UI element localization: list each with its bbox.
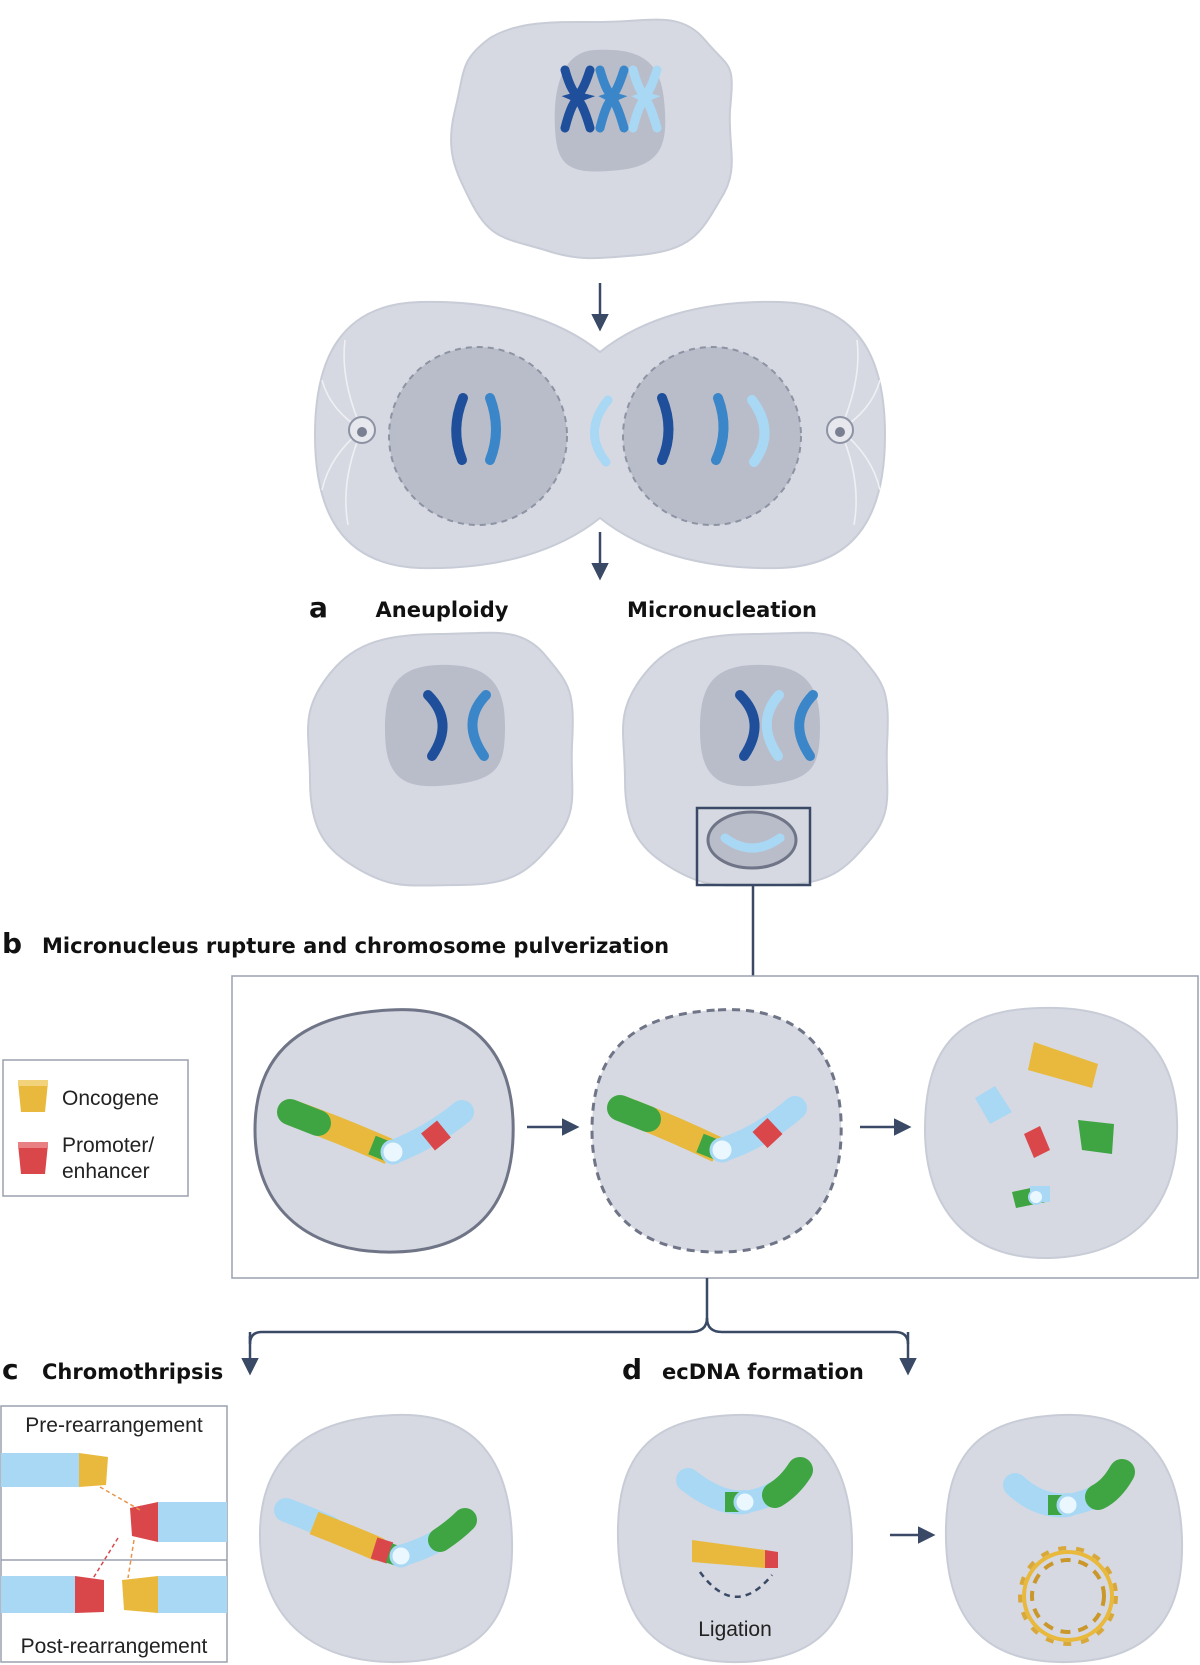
chromatid-dark: [423, 690, 448, 761]
panel-d-title: ecDNA formation: [662, 1360, 864, 1384]
aneuploid-cell: [307, 631, 574, 887]
promoter-legend-icon: [18, 1142, 48, 1174]
chromosome-dark-x: [560, 65, 596, 133]
chromatid-mid-left: [485, 393, 501, 465]
micronucleation-title: Micronucleation: [627, 598, 817, 622]
oncogene-legend-icon: [18, 1080, 48, 1112]
panel-c-letter: c: [2, 1353, 19, 1386]
lagging-chromatid: [590, 395, 613, 467]
chromosome-light-x: [628, 65, 662, 133]
oncogene-legend-label: Oncogene: [62, 1087, 159, 1110]
pre-rearrangement-label: Pre-rearrangement: [25, 1414, 203, 1437]
daughter-nucleus-left: [388, 346, 568, 526]
aneuploidy-title: Aneuploidy: [376, 598, 509, 622]
rearrangement-inset: Pre-rearrangement Post-rearrangement: [0, 1405, 228, 1663]
chromatid-dark-left: [451, 393, 468, 465]
chromatid-light-right: [747, 395, 770, 467]
legend: Oncogene Promoter/ enhancer: [2, 1059, 189, 1197]
chromothripsis-nucleus: [258, 1413, 514, 1664]
daughter-nucleus-right: [622, 346, 802, 526]
metaphase-cell: [449, 18, 733, 260]
panel-a-letter: a: [309, 591, 328, 624]
oncogene-fragment: [1028, 1042, 1098, 1088]
panel-c-title: Chromothripsis: [42, 1360, 223, 1384]
enhancer-legend-label: enhancer: [62, 1160, 150, 1183]
panel-d-letter: d: [622, 1353, 642, 1386]
post-rearrangement-label: Post-rearrangement: [21, 1635, 208, 1658]
ecdna-nucleus: [944, 1413, 1184, 1664]
ruptured-micronucleus: [590, 1008, 843, 1254]
micronucleated-cell: [622, 631, 889, 887]
micronucleus: [706, 810, 798, 870]
promoter-legend-label: Promoter/: [62, 1134, 154, 1157]
panel-b-letter: b: [2, 927, 22, 960]
promoter-fragment: [1024, 1126, 1050, 1158]
chromatid-dark-right: [657, 393, 674, 465]
light-fragment: [975, 1086, 1012, 1124]
pulverized-micronucleus: [923, 1006, 1179, 1260]
chromatid-mid: [467, 690, 491, 761]
panel-b-title: Micronucleus rupture and chromosome pulv…: [42, 934, 669, 958]
intact-micronucleus: [253, 1008, 515, 1254]
green-fragment: [1078, 1120, 1114, 1154]
ecdna-circle: [1018, 1546, 1118, 1646]
ligation-nucleus: Ligation: [616, 1413, 854, 1664]
ligation-label: Ligation: [698, 1618, 772, 1641]
branch-connector: [241, 1278, 917, 1376]
excised-oncogene: [692, 1540, 765, 1568]
ligation-arc: [698, 1571, 773, 1598]
dividing-cell: [313, 300, 887, 570]
chromosome-mid-x: [595, 65, 629, 133]
chromatid-mid-right: [711, 393, 729, 465]
